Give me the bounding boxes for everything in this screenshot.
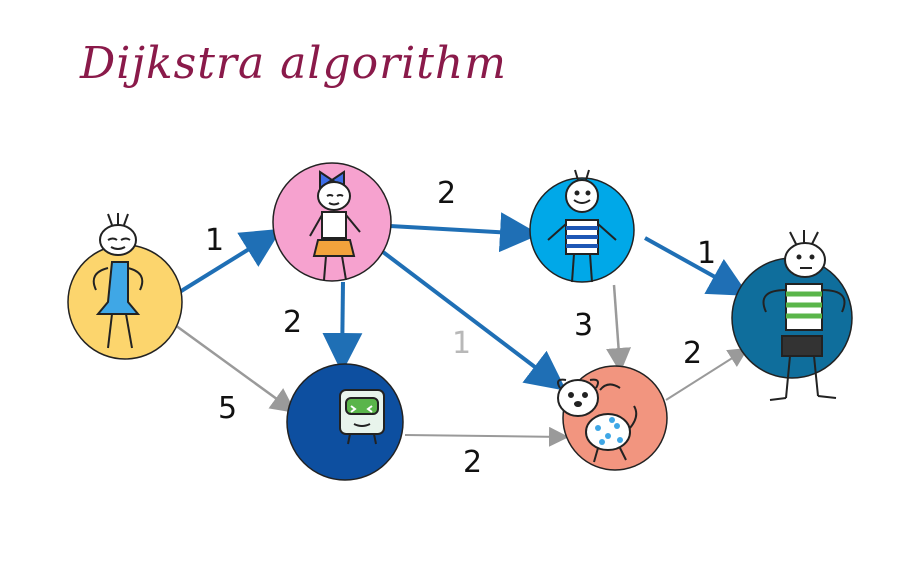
weight-c-d: 1 xyxy=(697,236,716,271)
weight-a-b: 1 xyxy=(205,223,224,258)
node-a xyxy=(67,213,183,360)
character-girl-bow-icon xyxy=(309,170,361,281)
weight-b-f: 1 xyxy=(452,326,471,361)
weight-c-f: 3 xyxy=(574,308,593,343)
edge-c-d xyxy=(644,236,749,296)
edge-a-e xyxy=(174,323,297,413)
node-f xyxy=(557,365,668,471)
character-boy-striped-icon xyxy=(547,169,617,283)
weight-a-e: 5 xyxy=(218,391,237,426)
edge-b-f xyxy=(381,250,567,391)
diagram-title: Dijkstra algorithm xyxy=(80,38,507,89)
character-robot-box-icon xyxy=(339,389,385,445)
node-b xyxy=(272,162,392,282)
node-e xyxy=(286,363,404,481)
weight-f-d: 2 xyxy=(683,336,702,371)
weight-b-e: 2 xyxy=(283,305,302,340)
character-girl-icon xyxy=(92,213,144,349)
edge-e-f xyxy=(404,426,569,447)
node-d xyxy=(731,230,853,401)
character-dog-spotted-icon xyxy=(557,378,638,463)
edge-c-f xyxy=(606,284,632,373)
node-c xyxy=(529,169,635,283)
weight-e-f: 2 xyxy=(463,445,482,480)
character-boy-green-shirt-icon xyxy=(762,230,846,401)
edge-f-d xyxy=(665,347,749,401)
edge-b-e xyxy=(322,281,363,373)
edge-b-c xyxy=(389,212,540,253)
weight-b-c: 2 xyxy=(437,176,456,211)
edge-a-b xyxy=(176,228,282,295)
